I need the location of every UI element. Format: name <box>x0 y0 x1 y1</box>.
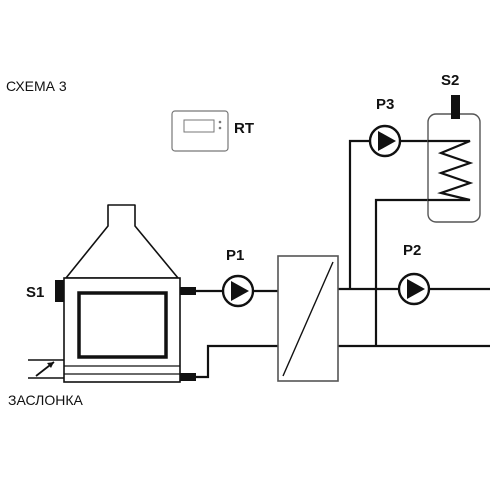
pump-p3-label: P3 <box>376 96 395 113</box>
pump-p2-label: P2 <box>403 242 422 259</box>
room-thermostat-label: RT <box>234 120 254 137</box>
fireplace-icon <box>63 204 196 383</box>
pump-p2-icon <box>397 272 431 306</box>
storage-tank-icon <box>427 113 481 223</box>
sensor-s2-icon <box>451 95 460 119</box>
damper-icon <box>28 359 64 379</box>
pump-p1-label: P1 <box>226 247 245 264</box>
room-thermostat-icon <box>171 110 229 152</box>
pump-p1-icon <box>221 274 255 308</box>
sensor-s1-icon <box>55 280 64 302</box>
sensor-s2-label: S2 <box>441 72 460 89</box>
scheme-title: СХЕМА 3 <box>6 78 67 94</box>
pump-p3-icon <box>368 124 402 158</box>
damper-label: ЗАСЛОНКА <box>8 392 83 408</box>
heat-exchanger-icon <box>277 255 339 382</box>
sensor-s1-label: S1 <box>26 284 45 301</box>
